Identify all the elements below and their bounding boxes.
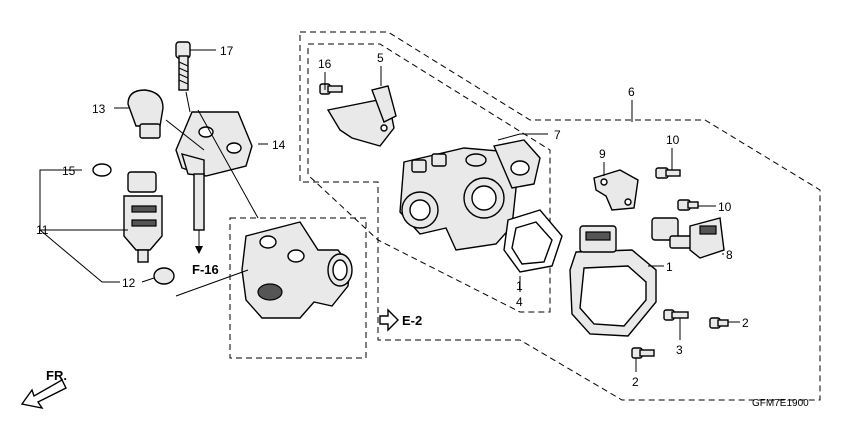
callout-4: 4: [516, 295, 523, 309]
callout-15: 15: [62, 164, 76, 178]
callout-8: 8: [726, 248, 733, 262]
callout-11: 11: [36, 223, 49, 237]
callout-13: 13: [92, 102, 106, 116]
fr-label: FR.: [46, 368, 67, 383]
bracket-9: [593, 169, 639, 211]
callout-1-right: 1: [666, 260, 673, 274]
bolt-17: [175, 41, 191, 91]
intake-joint: [241, 221, 353, 319]
sensor-8: [651, 217, 725, 259]
callout-9: 9: [599, 147, 606, 161]
ref-f16: F-16: [192, 262, 219, 277]
sensor-unit-1: [569, 225, 657, 337]
callout-2-right: 2: [742, 316, 749, 330]
cap-13: [127, 89, 164, 139]
screw-2-lower: [631, 347, 655, 359]
seal-12: [153, 267, 175, 285]
bracket-5: [326, 85, 397, 147]
callout-1-left: 1: [516, 279, 523, 293]
bolt-10-upper: [655, 167, 681, 179]
callout-2-lower: 2: [632, 375, 639, 389]
gasket-4: [503, 209, 563, 273]
callout-5: 5: [377, 51, 384, 65]
screw-2-right: [709, 317, 729, 329]
fuel-joint-pipe: [193, 173, 205, 254]
callout-10-lower: 10: [718, 200, 732, 214]
ref-e2: E-2: [402, 313, 422, 328]
front-direction-arrow-icon: [20, 379, 67, 410]
callout-3: 3: [676, 343, 683, 357]
assembly-outline-6: [299, 31, 821, 401]
screw-3: [663, 309, 689, 321]
callout-14: 14: [272, 138, 286, 152]
bolt-10-lower: [677, 199, 699, 211]
callout-6: 6: [628, 85, 635, 99]
subassembly-outline-7: [307, 43, 551, 313]
callout-17: 17: [220, 44, 234, 58]
callout-7: 7: [554, 128, 561, 142]
throttle-body-7: [399, 139, 541, 251]
callout-12: 12: [122, 276, 136, 290]
diagram-code: GFM7E1900: [752, 398, 809, 409]
o-ring-15: [92, 163, 112, 177]
intake-joint-box: [229, 217, 367, 359]
bracket-14: [175, 111, 253, 177]
bolt-16: [319, 83, 343, 95]
callout-16: 16: [318, 57, 332, 71]
leader-lines: [39, 49, 740, 372]
injector-11: [123, 171, 163, 263]
engine-ref-arrow: [379, 308, 399, 332]
callout-10-upper: 10: [666, 133, 680, 147]
